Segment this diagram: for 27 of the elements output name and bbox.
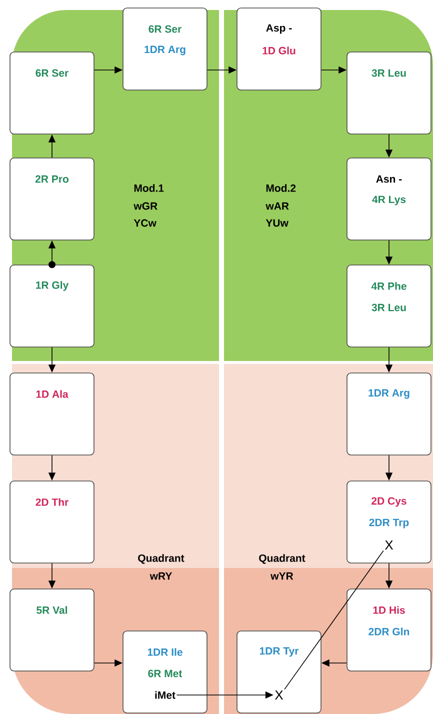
process-box: 1DR Tyr X bbox=[236, 630, 322, 714]
process-box: 2R Pro bbox=[10, 158, 94, 240]
process-box: 1DR Arg bbox=[346, 372, 432, 456]
process-box: 6R Ser bbox=[10, 52, 94, 134]
process-box: 2D Cys 2DR Trp X bbox=[346, 480, 432, 564]
region-label: Quadrant bbox=[138, 554, 184, 564]
process-box: 6R Ser 1DR Arg bbox=[122, 8, 208, 90]
region-label: YCw bbox=[134, 219, 156, 227]
region-label: Quadrant bbox=[259, 554, 306, 564]
region-label: wRY bbox=[150, 572, 172, 580]
process-box: 4R Phe 3R Leu bbox=[346, 264, 432, 348]
region-label: wYR bbox=[270, 572, 294, 580]
region-label: Mod.1 bbox=[134, 184, 164, 192]
process-box: 1DR Ile 6R Met iMet bbox=[122, 630, 208, 714]
process-box: 1D Ala bbox=[10, 372, 94, 456]
process-box: 2D Thr bbox=[10, 480, 94, 564]
process-box: 3R Leu bbox=[346, 52, 432, 134]
region-label: wAR bbox=[266, 202, 289, 210]
process-box: 5R Val bbox=[10, 588, 94, 672]
process-box: 1R Gly bbox=[10, 264, 94, 348]
connector-line bbox=[284, 550, 384, 690]
region-label: Mod.2 bbox=[266, 184, 296, 192]
region-label: YUw bbox=[266, 219, 288, 227]
process-box: 1D His 2DR Gln bbox=[346, 588, 432, 672]
process-box: Asp - 1D Glu bbox=[236, 8, 322, 90]
process-box: Asn - 4R Lys bbox=[346, 158, 432, 240]
region-label: wGR bbox=[134, 202, 158, 210]
